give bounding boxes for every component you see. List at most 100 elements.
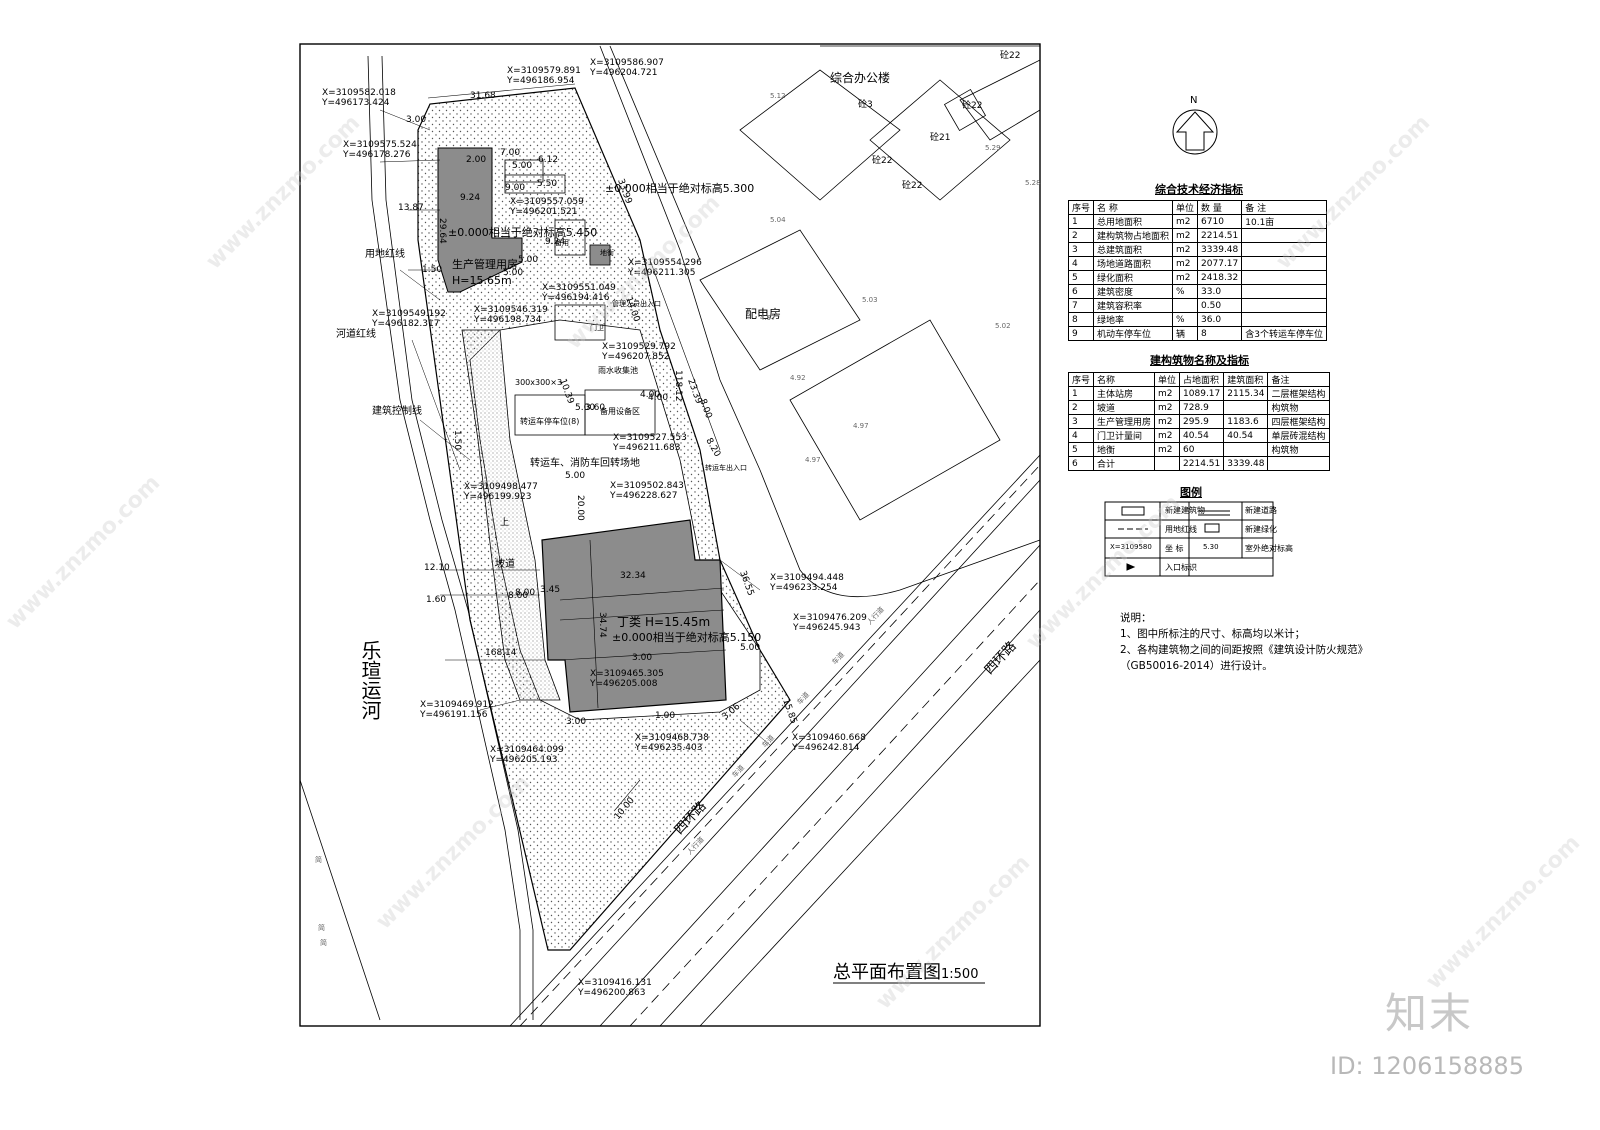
table-header-cell: 序号 xyxy=(1067,372,1095,387)
dimension-label: 7.00 xyxy=(500,148,520,158)
dimension-label: 5.00 xyxy=(503,268,523,278)
coordinate-y: Y=496233.254 xyxy=(769,583,838,593)
table-cell: 2 xyxy=(1067,400,1095,415)
coordinate-x: X=3109551.049 xyxy=(542,283,616,293)
spare-label: 备用 xyxy=(555,238,569,247)
parking-label: 转运车停车位(8) xyxy=(520,416,579,426)
rain-pool-label: 雨水收集池 xyxy=(598,365,638,375)
table-cell: 总建筑面积 xyxy=(1093,242,1174,257)
control-line-label: 建筑控制线 xyxy=(372,404,422,417)
legend-coord: 坐 标 xyxy=(1165,544,1184,553)
canal-lines xyxy=(299,46,534,1021)
table-cell: 二层框架结构 xyxy=(1267,386,1330,401)
table-cell: 1183.6 xyxy=(1223,414,1269,429)
table-cell: 2214.51 xyxy=(1179,456,1225,471)
table-cell xyxy=(1223,442,1269,457)
site-level-note: ±0.000相当于绝对标高5.300 xyxy=(605,181,754,195)
dimension-label: 9.24 xyxy=(545,237,565,247)
level-mark: 5.29 xyxy=(985,144,1001,152)
dimension-label: 8.00 xyxy=(508,591,528,601)
notes-title: 说明： xyxy=(1120,612,1152,624)
table-cell: 辆 xyxy=(1172,326,1199,341)
ring-road xyxy=(509,454,1041,1027)
table-cell: 4 xyxy=(1067,256,1095,271)
north-label: N xyxy=(1190,95,1197,106)
main-building xyxy=(541,519,727,713)
table-cell: 门卫计量间 xyxy=(1093,428,1156,443)
dimension-label: 8.20 xyxy=(703,437,722,460)
staff-entry-label: 管理人员出入口 xyxy=(612,299,661,308)
table-cell: % xyxy=(1172,312,1199,327)
lot-tag: 简 xyxy=(318,923,325,932)
level-mark: 4.97 xyxy=(760,314,776,322)
table-cell xyxy=(1154,456,1181,471)
table-cell xyxy=(1241,270,1327,285)
coordinate-y: Y=496228.627 xyxy=(609,491,677,501)
coordinate-x: X=3109549.192 xyxy=(372,309,446,319)
dimension-label: 6.12 xyxy=(538,155,558,165)
legend-new-road: 新建道路 xyxy=(1245,506,1277,515)
coordinate-y: Y=496235.403 xyxy=(634,743,702,753)
coordinate-x: X=3109586.907 xyxy=(590,58,664,68)
dimension-label: 13.87 xyxy=(398,203,424,213)
legend-green: 新建绿化 xyxy=(1245,525,1277,534)
coordinate-y: Y=496199.923 xyxy=(463,492,531,502)
level-mark: 5.12 xyxy=(770,92,786,100)
legend-level-sample: 5.30 xyxy=(1203,543,1219,551)
table-cell: 含3个转运车停车位 xyxy=(1241,326,1327,341)
coordinate-x: X=3109465.305 xyxy=(590,669,664,679)
coordinate-y: Y=496205.008 xyxy=(589,679,658,689)
dimension-label: 4.00 xyxy=(648,393,668,403)
coordinate-x: X=3109416.131 xyxy=(578,978,652,988)
coordinate-y: Y=496178.276 xyxy=(342,150,411,160)
watermark-id: ID: 1206158885 xyxy=(1330,1052,1524,1080)
level-mark: 5.03 xyxy=(862,296,878,304)
mgmt-building-name: 生产管理用房 xyxy=(452,257,518,271)
ramp-label: 坡道 xyxy=(495,557,515,570)
coordinate-x: X=3109464.099 xyxy=(490,745,564,755)
coordinate-y: Y=496205.193 xyxy=(489,755,557,765)
table-cell: 机动车停车位 xyxy=(1093,326,1174,341)
land-red-line-label: 用地红线 xyxy=(365,247,405,260)
coordinate-x: X=3109546.319 xyxy=(474,305,548,315)
table-header-cell: 名称 xyxy=(1093,372,1156,387)
coordinate-x: X=3109502.843 xyxy=(610,481,684,491)
table-cell: 建构筑物占地面积 xyxy=(1093,228,1174,243)
table-cell: 6710 xyxy=(1197,214,1243,229)
table-cell: 1 xyxy=(1067,386,1095,401)
mgmt-building xyxy=(437,147,523,293)
table-cell: 10.1亩 xyxy=(1241,214,1327,229)
dimension-label: 8.00 xyxy=(515,588,535,598)
legend-title: 图例 xyxy=(1180,486,1202,499)
dimension-label: 3.00 xyxy=(406,115,426,125)
level-mark: 5.02 xyxy=(995,322,1011,330)
lot-tag: 简 xyxy=(315,855,322,864)
coordinate-x: X=3109460.668 xyxy=(792,733,866,743)
table-cell: % xyxy=(1172,284,1199,299)
table-cell: 2 xyxy=(1067,228,1095,243)
table-cell: 5 xyxy=(1067,270,1095,285)
coordinate-y: Y=496173.424 xyxy=(321,98,390,108)
table-cell: 2115.34 xyxy=(1223,386,1269,401)
bldg-table-title: 建构筑物名称及指标 xyxy=(1150,354,1249,367)
ramp-strip xyxy=(461,329,561,701)
small-structures xyxy=(504,159,656,436)
dimension-label: 5.00 xyxy=(575,403,595,413)
coordinate-x: X=3109557.059 xyxy=(510,197,584,207)
level-mark: 4.92 xyxy=(790,374,806,382)
table-cell xyxy=(1223,400,1269,415)
table-cell xyxy=(1267,456,1330,471)
table-cell: 2077.17 xyxy=(1197,256,1243,271)
coordinate-x: X=3109529.792 xyxy=(602,342,676,352)
table-cell: m2 xyxy=(1172,270,1199,285)
table-cell: m2 xyxy=(1172,214,1199,229)
spare-area-label: 备用设备区 xyxy=(600,406,640,416)
table-cell: 40.54 xyxy=(1223,428,1269,443)
